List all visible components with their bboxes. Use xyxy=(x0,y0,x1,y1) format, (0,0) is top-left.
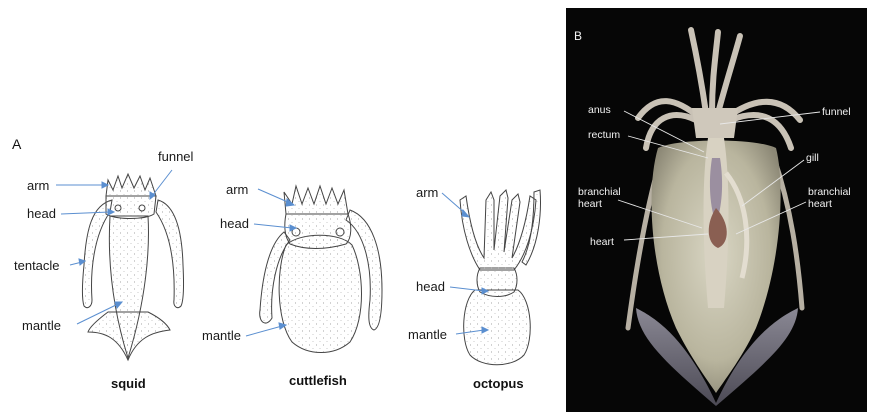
squid-tentacle-right xyxy=(155,199,185,309)
squid-head xyxy=(105,195,157,219)
label-squid-tentacle: tentacle xyxy=(14,258,60,273)
label-squid-mantle: mantle xyxy=(22,318,62,333)
cuttlefish-mantle xyxy=(278,234,362,353)
dissected-squid-photo: B anus rectum branchial heart heart funn… xyxy=(566,8,867,412)
panel-b-letter: B xyxy=(574,29,583,43)
squid-drawing xyxy=(82,172,185,362)
label-octopus-mantle: mantle xyxy=(408,327,448,342)
label-octopus-arm: arm xyxy=(416,185,439,200)
cuttlefish-tentacle-left xyxy=(259,231,291,324)
cuttlefish-arms xyxy=(283,184,349,215)
octopus-drawing xyxy=(459,189,541,366)
pointer-squid-head xyxy=(60,211,111,215)
label-cuttlefish-mantle: mantle xyxy=(202,328,242,343)
cuttlefish-tentacle-right xyxy=(345,209,383,331)
pointer-octopus-mantle xyxy=(455,329,485,335)
dissected-squid-illustration xyxy=(617,27,821,406)
label-funnel: funnel xyxy=(822,106,851,118)
pointer-octopus-arm xyxy=(441,192,467,215)
cuttlefish-head xyxy=(284,213,352,249)
pointer-cuttlefish-mantle xyxy=(245,325,283,337)
pointer-octopus-head xyxy=(449,286,485,292)
label-anus: anus xyxy=(588,104,611,116)
label-heart: heart xyxy=(590,236,614,248)
panel-a-illustrations xyxy=(56,169,541,366)
pointer-cuttlefish-head xyxy=(253,223,293,229)
label-branchial-heart-right: branchial heart xyxy=(808,186,851,210)
caption-cuttlefish: cuttlefish xyxy=(289,373,347,388)
label-rectum: rectum xyxy=(588,129,621,141)
squid-mantle xyxy=(108,215,149,360)
cuttlefish-drawing xyxy=(259,184,383,353)
label-octopus-head: head xyxy=(416,279,445,294)
octopus-head xyxy=(476,267,518,297)
label-branchial-heart-left: branchial heart xyxy=(578,186,621,210)
pointer-squid-funnel xyxy=(151,169,173,197)
panel-a-letter: A xyxy=(12,136,22,152)
label-squid-head: head xyxy=(27,206,56,221)
squid-tentacle-left xyxy=(82,199,113,309)
label-squid-arm: arm xyxy=(27,178,50,193)
label-squid-funnel: funnel xyxy=(158,149,194,164)
label-gill: gill xyxy=(806,152,819,164)
caption-squid: squid xyxy=(111,376,146,391)
label-cuttlefish-arm: arm xyxy=(226,182,249,197)
pointer-cuttlefish-arm xyxy=(257,188,291,204)
caption-octopus: octopus xyxy=(473,376,524,391)
octopus-mantle xyxy=(463,289,531,366)
squid-arms xyxy=(105,172,157,197)
label-cuttlefish-head: head xyxy=(220,216,249,231)
panel-a-pointers xyxy=(56,169,490,337)
pointer-squid-mantle xyxy=(76,303,119,325)
